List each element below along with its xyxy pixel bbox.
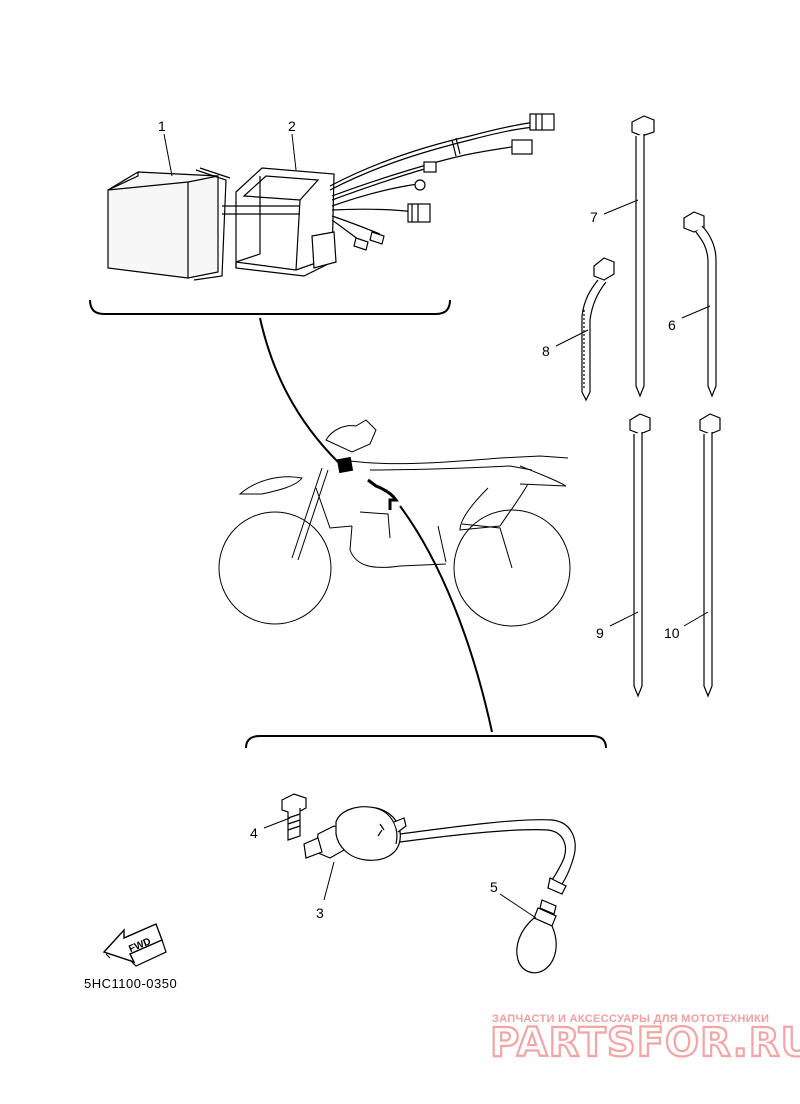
bottom-panel-frame	[245, 735, 607, 749]
top-panel-frame	[89, 299, 451, 315]
callout-3: 3	[316, 905, 324, 921]
callout-2: 2	[288, 118, 296, 134]
ignition-coil-part-3	[303, 806, 576, 895]
front-wheel	[218, 511, 332, 625]
motorcycle-outline	[218, 419, 571, 627]
diagram-code: 5HC1100-0350	[84, 976, 177, 991]
wire-harness-part-2	[222, 113, 555, 277]
callout-leaders	[163, 133, 711, 919]
bolt-part-4	[281, 793, 307, 841]
leader-line-top	[259, 317, 339, 463]
cable-tie-part-10	[699, 413, 721, 698]
cable-tie-part-7	[631, 115, 655, 398]
callout-4: 4	[250, 825, 258, 841]
callout-7: 7	[590, 209, 598, 225]
watermark-brand: PARTSFOR.RU	[490, 1020, 800, 1066]
cdi-group	[107, 113, 555, 281]
callout-9: 9	[596, 625, 604, 641]
cable-tie-part-8	[581, 257, 615, 402]
rear-wheel	[453, 509, 571, 627]
cdi-location-marker	[336, 456, 354, 474]
watermark-tagline: ЗАПЧАСТИ И АКСЕССУАРЫ ДЛЯ МОТОТЕХНИКИ	[492, 1013, 769, 1025]
cable-tie-part-6	[683, 211, 717, 398]
callout-8: 8	[542, 343, 550, 359]
leader-line-bottom	[399, 505, 493, 733]
plug-cap-part-5	[516, 899, 557, 974]
cdi-unit-part-1	[107, 167, 231, 281]
callout-1: 1	[158, 118, 166, 134]
callout-6: 6	[668, 317, 676, 333]
callout-5: 5	[490, 879, 498, 895]
callout-10: 10	[664, 625, 680, 641]
cable-tie-part-9	[629, 413, 651, 698]
fwd-arrow-icon: FWD	[102, 923, 167, 967]
coil-location-marker	[367, 478, 399, 510]
